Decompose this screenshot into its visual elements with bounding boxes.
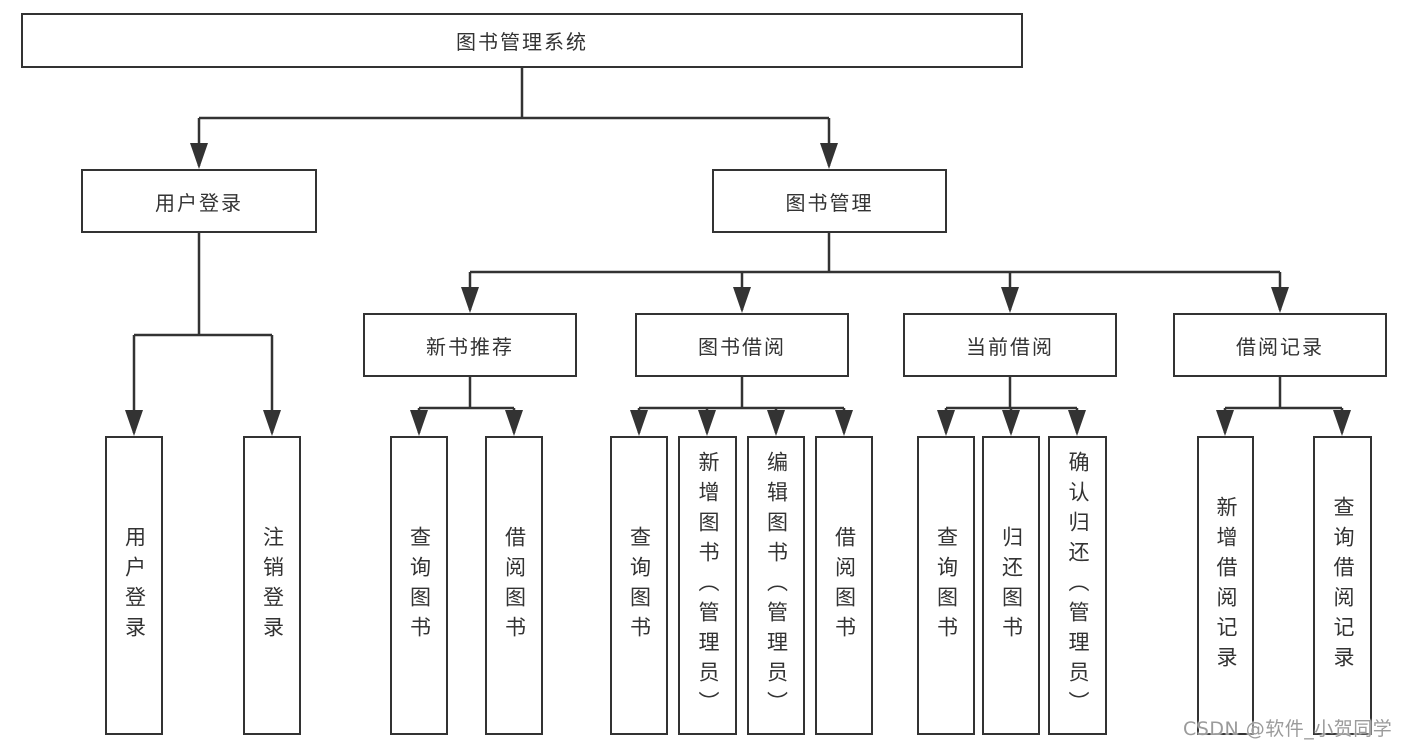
node-new-book-recommend: 新书推荐 xyxy=(363,313,577,377)
leaf-add-book-admin: 新增图书（管理员） xyxy=(678,436,737,735)
leaf-confirm-return-admin-label: 确认归还（管理员） xyxy=(1066,450,1090,721)
leaf-query-books-current-label: 查询图书 xyxy=(934,525,959,646)
node-book-borrowing: 图书借阅 xyxy=(635,313,849,377)
leaf-add-book-admin-label: 新增图书（管理员） xyxy=(696,450,720,721)
node-current-borrowing-label: 当前借阅 xyxy=(966,334,1054,359)
leaf-query-borrow-record-label: 查询借阅记录 xyxy=(1331,495,1355,676)
node-book-management-label: 图书管理 xyxy=(785,190,874,215)
node-borrowing-records: 借阅记录 xyxy=(1173,313,1387,377)
leaf-logout: 注销登录 xyxy=(243,436,301,735)
leaf-return-books: 归还图书 xyxy=(982,436,1040,735)
leaf-query-books-current: 查询图书 xyxy=(917,436,975,735)
leaf-edit-book-admin: 编辑图书（管理员） xyxy=(747,436,805,735)
csdn-watermark: CSDN @软件_小贺同学 xyxy=(1183,718,1393,740)
leaf-query-books-recommend-label: 查询图书 xyxy=(407,525,432,646)
leaf-query-books-recommend: 查询图书 xyxy=(390,436,448,735)
node-new-book-recommend-label: 新书推荐 xyxy=(426,334,514,359)
leaf-query-books-borrowing: 查询图书 xyxy=(610,436,668,735)
node-borrowing-records-label: 借阅记录 xyxy=(1236,334,1324,359)
leaf-query-borrow-record: 查询借阅记录 xyxy=(1313,436,1372,735)
leaf-borrow-books-borrowing-label: 借阅图书 xyxy=(832,525,857,646)
leaf-add-borrow-record: 新增借阅记录 xyxy=(1197,436,1254,735)
node-user-login-group: 用户登录 xyxy=(81,169,317,233)
leaf-borrow-books-recommend-label: 借阅图书 xyxy=(502,525,527,646)
leaf-user-login: 用户登录 xyxy=(105,436,163,735)
leaf-return-books-label: 归还图书 xyxy=(999,525,1024,646)
leaf-user-login-label: 用户登录 xyxy=(122,525,147,646)
node-book-borrowing-label: 图书借阅 xyxy=(698,334,786,359)
leaf-borrow-books-borrowing: 借阅图书 xyxy=(815,436,873,735)
leaf-logout-label: 注销登录 xyxy=(260,525,285,646)
leaf-borrow-books-recommend: 借阅图书 xyxy=(485,436,543,735)
leaf-query-books-borrowing-label: 查询图书 xyxy=(627,525,652,646)
node-root-library-system: 图书管理系统 xyxy=(21,13,1023,68)
node-user-login-group-label: 用户登录 xyxy=(155,190,243,215)
node-root-label: 图书管理系统 xyxy=(456,30,588,54)
leaf-add-borrow-record-label: 新增借阅记录 xyxy=(1214,495,1238,676)
node-current-borrowing: 当前借阅 xyxy=(903,313,1117,377)
node-book-management: 图书管理 xyxy=(712,169,947,233)
leaf-edit-book-admin-label: 编辑图书（管理员） xyxy=(764,450,789,721)
leaf-confirm-return-admin: 确认归还（管理员） xyxy=(1048,436,1107,735)
